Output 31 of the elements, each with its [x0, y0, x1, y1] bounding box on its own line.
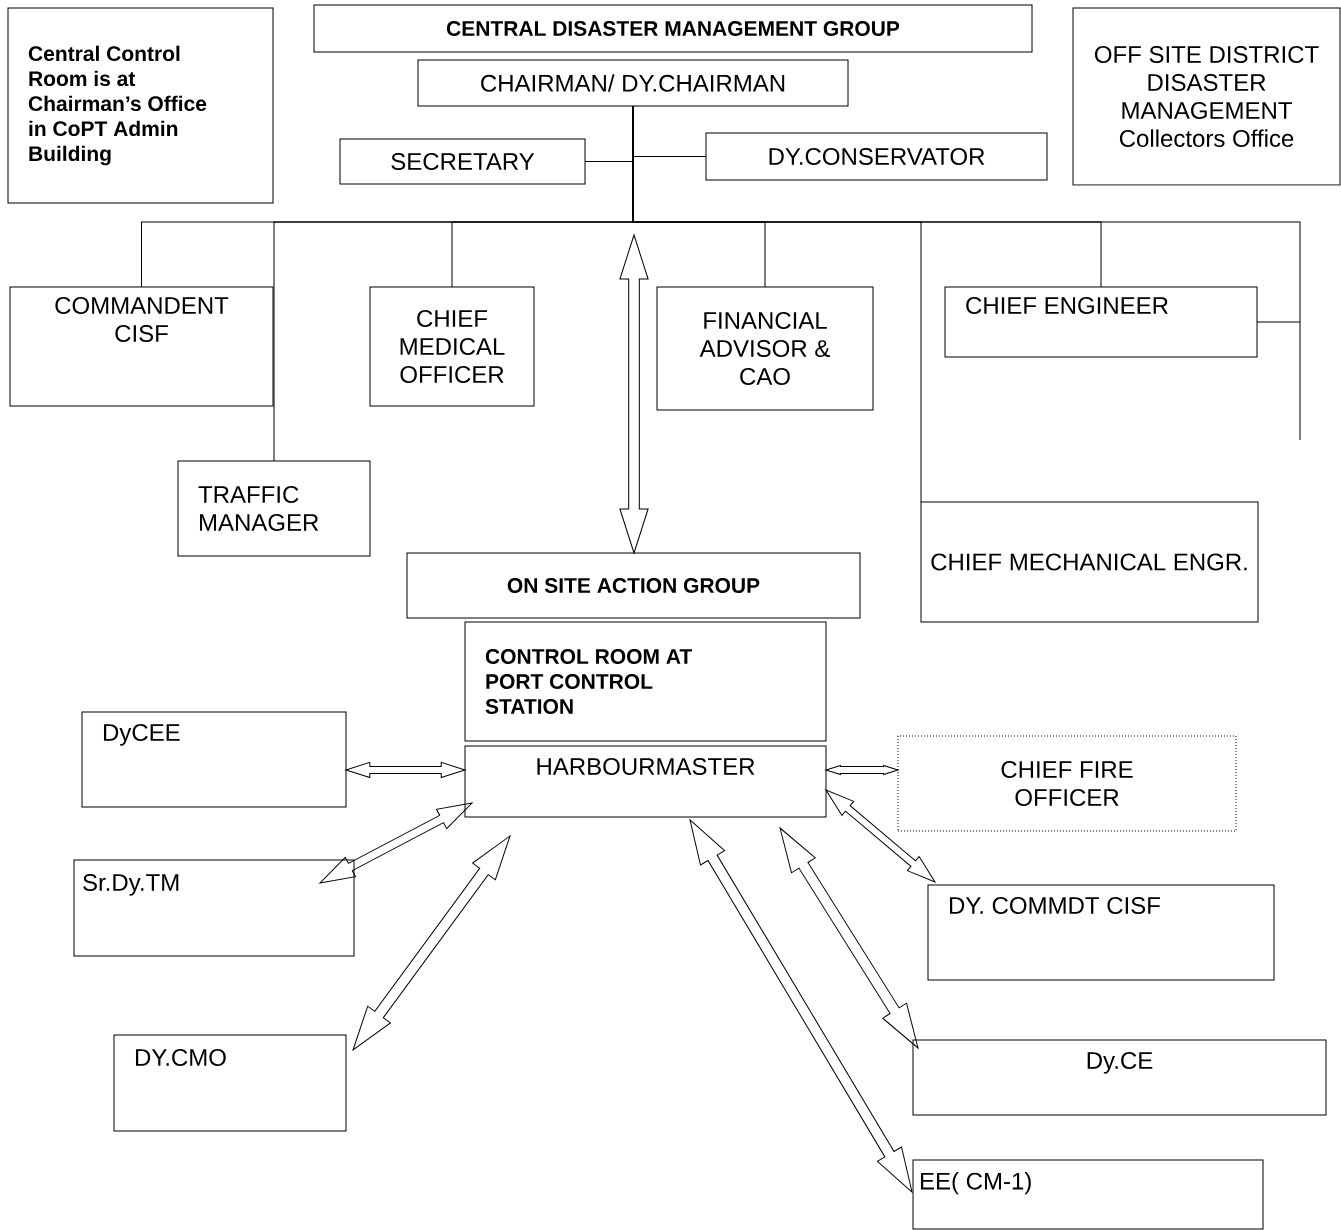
role-box: DY.CMO — [113, 1034, 347, 1132]
connector-line — [632, 105, 1301, 441]
control-room-box: CONTROL ROOM AT PORT CONTROL STATION — [464, 621, 827, 742]
role-box: Dy.CE — [912, 1039, 1327, 1116]
role-box: DY. COMMDT CISF — [927, 884, 1275, 981]
role-box: CHIEF FIRE OFFICER — [897, 735, 1237, 832]
role-box: CHIEF ENGINEER — [944, 286, 1258, 358]
role-box: CHAIRMAN/ DY.CHAIRMAN — [417, 59, 849, 107]
double-arrow — [345, 761, 466, 779]
role-box: DY.CONSERVATOR — [705, 132, 1048, 181]
role-box: OFF SITE DISTRICT DISASTER MANAGEMENT Collectors Office — [1072, 7, 1341, 186]
double-arrow — [319, 802, 473, 884]
role-box: CHIEF MECHANICAL ENGR. — [920, 501, 1259, 623]
group-heading-box: ON SITE ACTION GROUP — [406, 552, 861, 619]
role-box: Sr.Dy.TM — [73, 859, 355, 957]
role-box: HARBOURMASTER — [464, 745, 827, 818]
role-box: SECRETARY — [339, 138, 586, 185]
role-box: EE( CM-1) — [912, 1159, 1264, 1230]
role-box: TRAFFIC MANAGER — [177, 460, 371, 557]
role-box: DyCEE — [81, 711, 347, 808]
double-arrow — [825, 789, 936, 883]
double-arrow — [825, 764, 899, 776]
role-box: CHIEF MEDICAL OFFICER — [369, 286, 535, 407]
double-arrow — [352, 835, 511, 1051]
double-arrow — [619, 234, 649, 554]
double-arrow — [779, 827, 919, 1049]
role-box: FINANCIAL ADVISOR & CAO — [656, 286, 874, 411]
note-box: Central Control Room is at Chairman’s Office in CoPT Admin Building — [7, 7, 274, 204]
double-arrow — [689, 819, 913, 1193]
group-heading-box: CENTRAL DISASTER MANAGEMENT GROUP — [313, 4, 1033, 53]
role-box: COMMANDENT CISF — [9, 286, 274, 407]
